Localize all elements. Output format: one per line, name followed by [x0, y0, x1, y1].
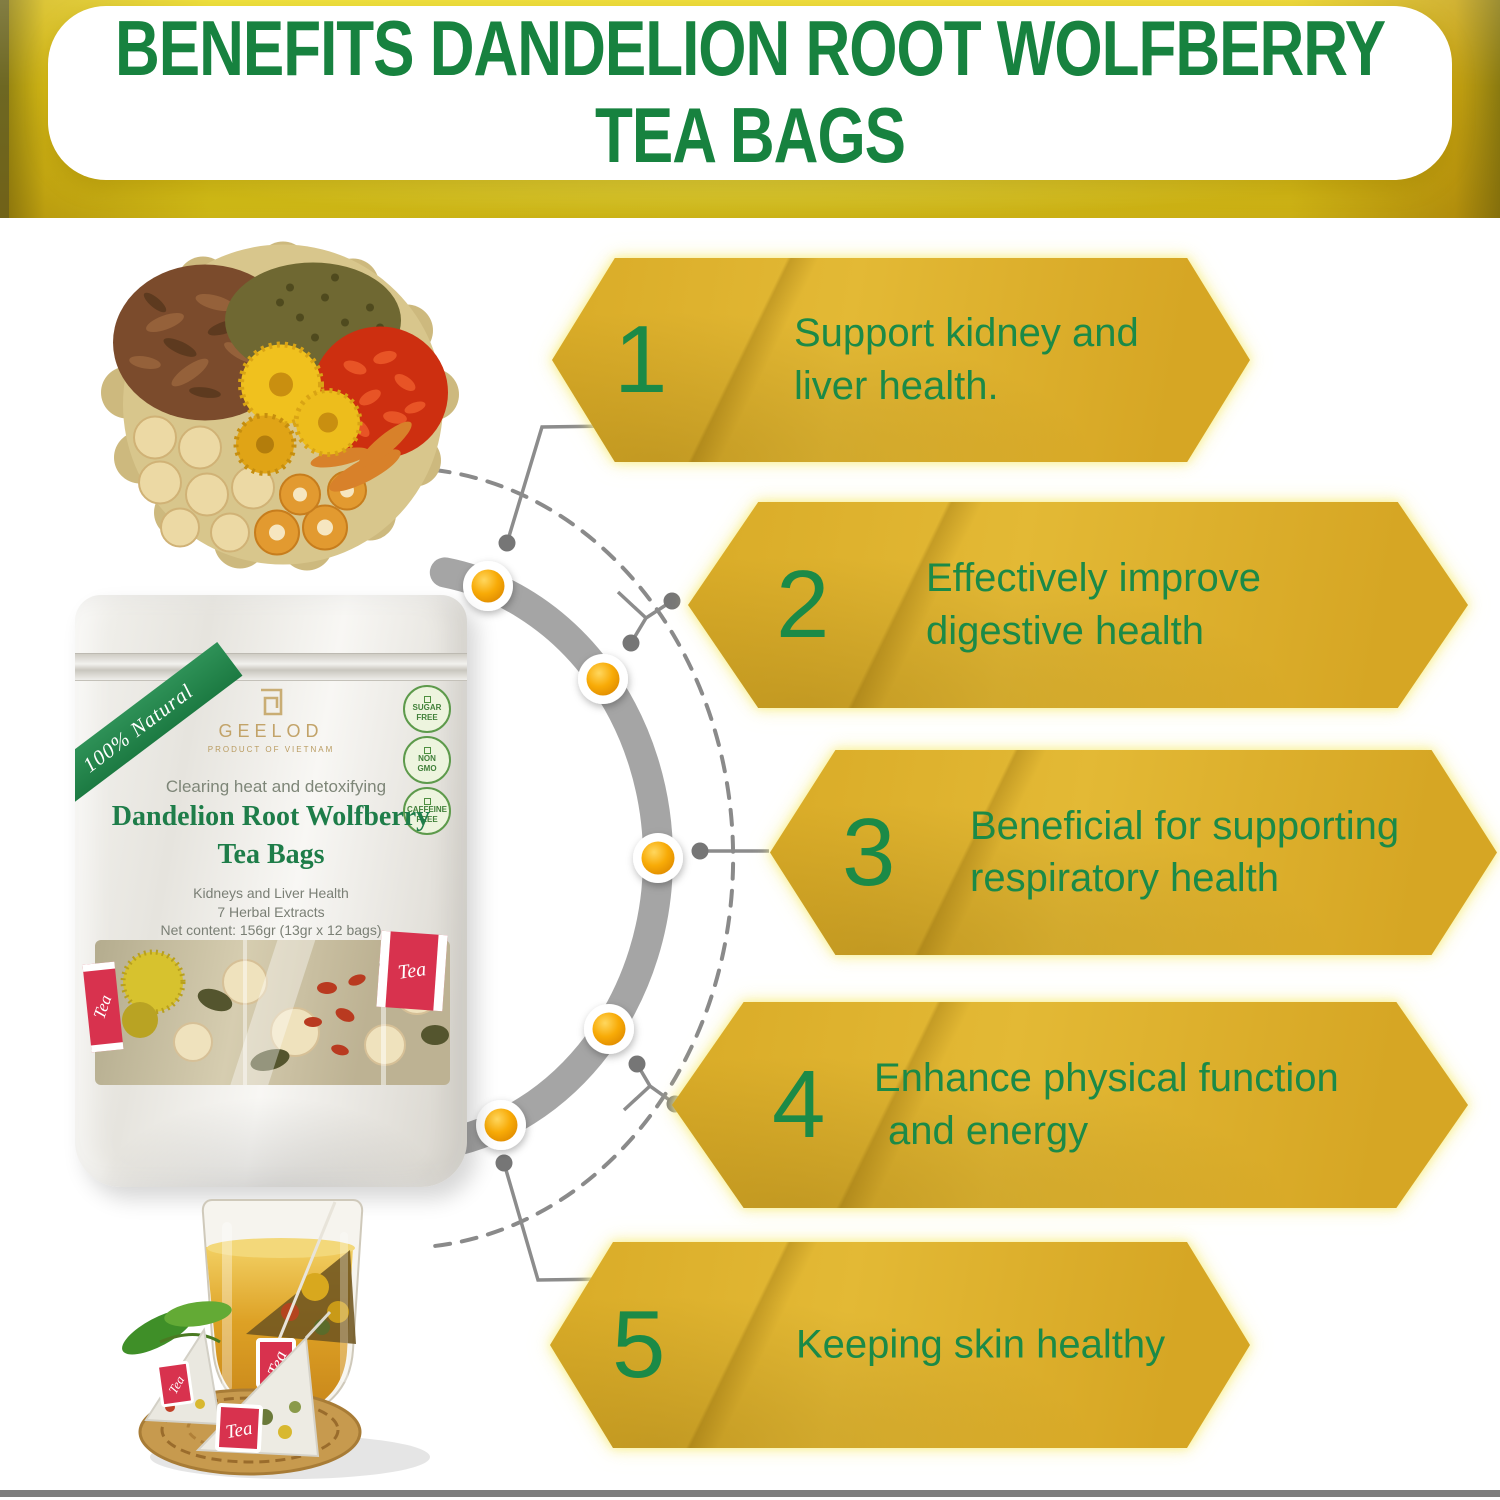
- plate-image: [101, 241, 459, 571]
- connector-4: [635, 1063, 677, 1106]
- benefit-number-2: 2: [776, 551, 830, 658]
- milestone-dots: [463, 561, 683, 1150]
- badge-label: GMO: [417, 763, 437, 773]
- benefit-text-3: Beneficial for supporting respiratory he…: [970, 800, 1399, 906]
- product-package: 100% Natural GEELOD PRODUCT OF VIETNAM S…: [75, 595, 467, 1187]
- header-left-edge: [0, 0, 9, 218]
- benefit-number-3: 3: [842, 798, 896, 906]
- bottom-divider-bar: [0, 1490, 1500, 1497]
- benefit-text-line: Support kidney and: [794, 311, 1139, 356]
- badge-sugar-free: SUGAR FREE: [403, 685, 451, 733]
- package-badges: SUGAR FREE NON GMO CAFFEINE FREE: [403, 685, 451, 835]
- tea-tag-label: Tea: [89, 992, 116, 1022]
- benefit-text-line: Effectively improve: [926, 556, 1261, 601]
- connector-2: [629, 599, 673, 644]
- benefit-text-line: Keeping skin healthy: [796, 1322, 1166, 1367]
- badge-caffeine-free: CAFFEINE FREE: [403, 787, 451, 835]
- benefit-text-line: respiratory health: [970, 856, 1280, 901]
- brand-subtitle: PRODUCT OF VIETNAM: [207, 745, 335, 754]
- benefit-text-line: digestive health: [926, 609, 1204, 653]
- arc-dot-5: [476, 1100, 526, 1150]
- tea-tag-label: Tea: [224, 1418, 254, 1443]
- badge-leaf-icon: [423, 747, 431, 755]
- pouch-bottom-shading: [75, 1087, 467, 1187]
- badge-label: CAFFEINE: [407, 805, 447, 815]
- badge-leaf-icon: [423, 798, 431, 806]
- benefit-text-1: Support kidney and liver health.: [794, 307, 1139, 413]
- tea-glass-photo: Tea Tea Tea: [122, 1199, 430, 1479]
- benefit-text-line: liver health.: [794, 364, 999, 408]
- benefit-text-line: Enhance physical function: [874, 1056, 1339, 1101]
- page-title-line-1: BENEFITS DANDELION ROOT WOLFBERRY: [114, 6, 1386, 93]
- benefit-banner-5: 5 Keeping skin healthy: [550, 1242, 1250, 1448]
- package-subtitle-1: Kidneys and Liver Health: [193, 885, 349, 901]
- badge-non-gmo: NON GMO: [403, 736, 451, 784]
- package-subtitle-2: 7 Herbal Extracts: [217, 904, 325, 920]
- connector-4-stub: [622, 1084, 652, 1112]
- pyramid-teabag-left: Tea: [144, 1327, 222, 1426]
- brand-name: GEELOD: [218, 721, 324, 741]
- benefit-number-5: 5: [612, 1291, 666, 1398]
- benefit-banner-3: 3 Beneficial for supporting respiratory …: [770, 750, 1497, 955]
- package-subtitle-3: Net content: 156gr (13gr x 12 bags): [160, 922, 382, 938]
- package-zip-seal: [75, 653, 467, 681]
- progress-arc: [429, 557, 674, 1159]
- arc-dot-3: [633, 833, 683, 883]
- badge-label: SUGAR: [412, 703, 442, 713]
- brand-block: GEELOD PRODUCT OF VIETNAM: [75, 687, 467, 754]
- product-title-line-1: Dandelion Root Wolfberry: [111, 801, 431, 832]
- connector-2-stub: [616, 590, 648, 620]
- badge-label: NON: [418, 754, 436, 764]
- title-card: BENEFITS DANDELION ROOT WOLFBERRY TEA BA…: [48, 6, 1452, 180]
- benefit-number-4: 4: [772, 1051, 826, 1158]
- dried-ingredients-photo: [101, 241, 459, 571]
- glass-of-tea: Tea: [201, 1199, 364, 1420]
- package-tagline: Clearing heat and detoxifying: [165, 777, 387, 796]
- badge-label: FREE: [416, 814, 438, 824]
- page-title-line-2: TEA BAGS: [594, 93, 906, 180]
- benefit-banner-2: 2 Effectively improve digestive health: [688, 502, 1468, 708]
- product-title-line-2: Tea Bags: [217, 839, 325, 870]
- badge-label: FREE: [416, 712, 438, 722]
- benefit-text-2: Effectively improve digestive health: [926, 552, 1261, 658]
- arc-dot-2: [578, 654, 628, 704]
- benefit-text-line: Beneficial for supporting: [970, 803, 1400, 848]
- tea-leaves: [122, 1301, 232, 1355]
- arc-dot-4: [584, 1004, 634, 1054]
- benefit-text-5: Keeping skin healthy: [796, 1319, 1165, 1372]
- badge-leaf-icon: [423, 696, 431, 704]
- brand-logo-icon: [261, 688, 283, 716]
- benefit-text-line: and energy: [888, 1109, 1089, 1153]
- tea-tag-right: Tea: [376, 930, 448, 1012]
- tea-tag-label: Tea: [396, 957, 428, 984]
- benefit-banner-4: 4 Enhance physical function and energy: [672, 1002, 1468, 1208]
- chrysanthemum-flowers: [233, 341, 363, 476]
- benefit-text-4: Enhance physical function and energy: [874, 1052, 1339, 1158]
- pyramid-teabag-center: Tea: [195, 1310, 332, 1458]
- benefit-banner-1: 1 Support kidney and liver health.: [552, 258, 1250, 462]
- benefit-number-1: 1: [614, 306, 668, 413]
